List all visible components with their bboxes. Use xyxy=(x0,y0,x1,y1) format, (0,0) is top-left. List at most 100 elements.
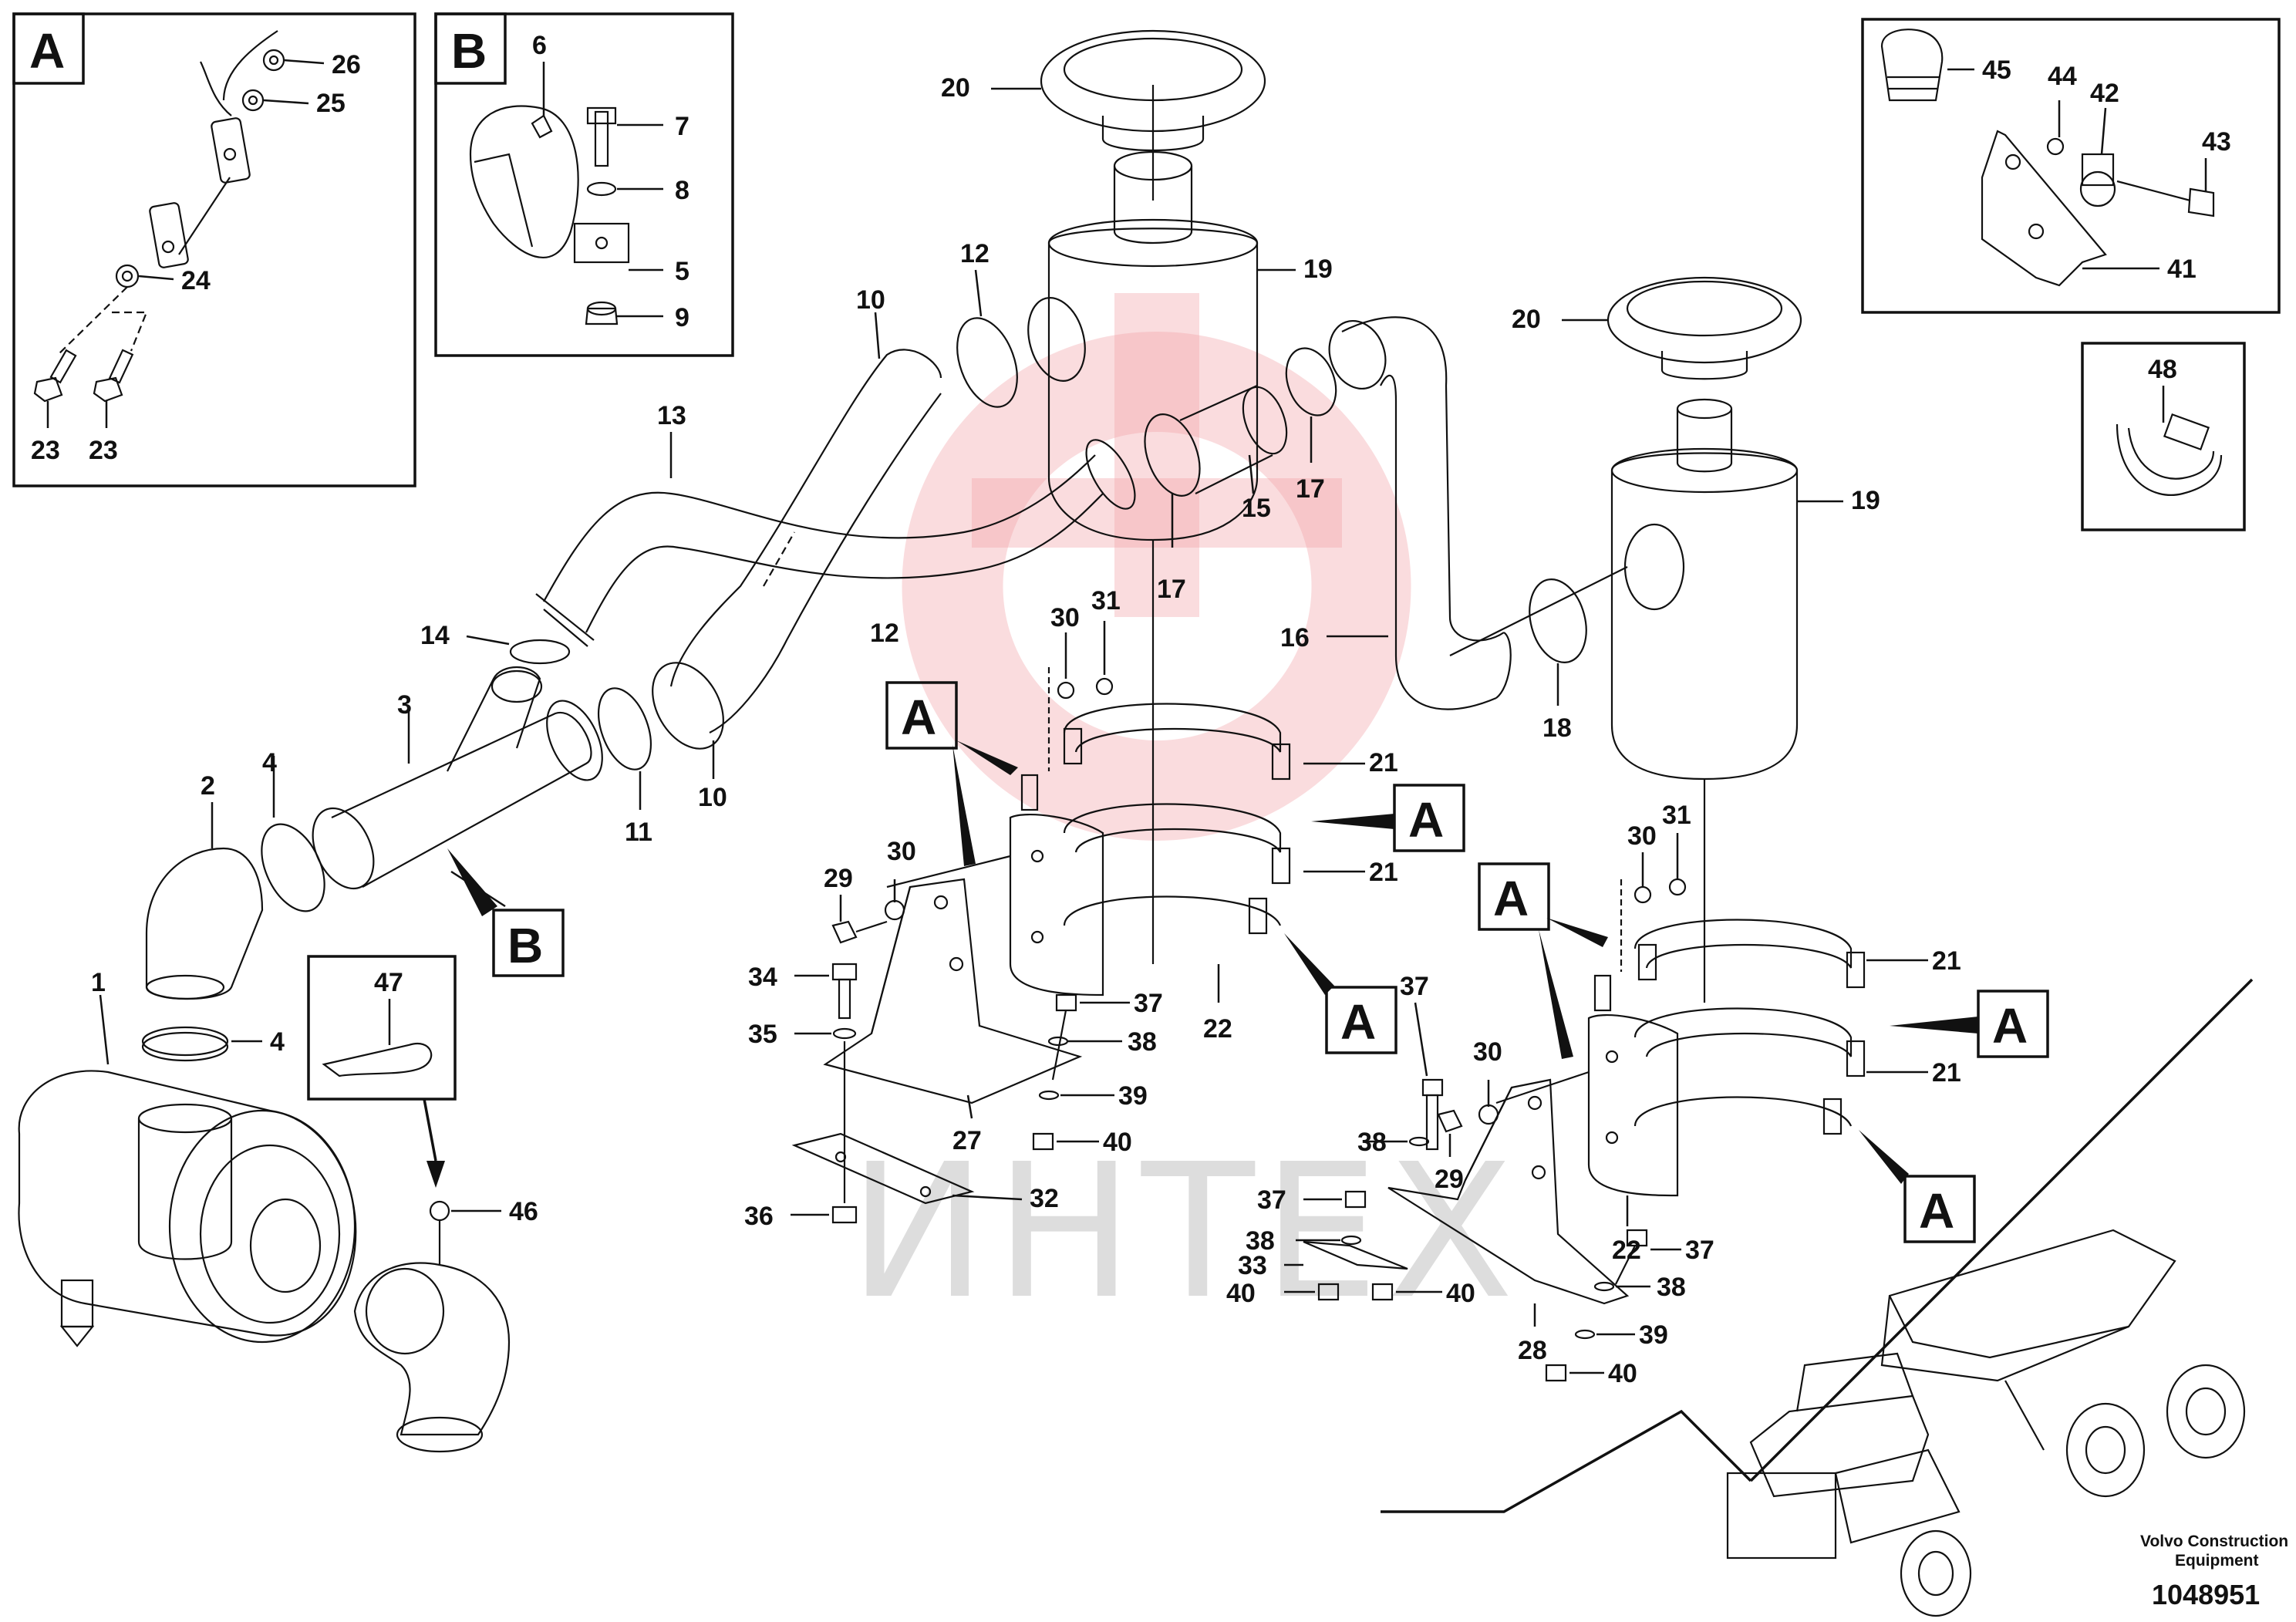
part-35-label: 35 xyxy=(748,1020,777,1049)
part-37-label-r1: 37 xyxy=(1400,972,1429,1001)
part-32-label: 32 xyxy=(1030,1184,1059,1213)
view-a-marker-6: A xyxy=(1859,1130,1976,1243)
part-37-label-r3: 37 xyxy=(1685,1236,1714,1265)
inset-b-label: B xyxy=(451,23,487,79)
part-29-label-c: 29 xyxy=(824,864,853,893)
part-47-label: 47 xyxy=(374,968,403,997)
part-31-label-r: 31 xyxy=(1662,801,1691,830)
part-21-label-r1: 21 xyxy=(1932,946,1961,976)
part-40-label-r3: 40 xyxy=(1608,1359,1637,1388)
part-40-label-r1: 40 xyxy=(1226,1279,1256,1308)
clamp-11: 11 xyxy=(598,687,652,847)
part-20-label-center: 20 xyxy=(941,73,970,103)
part-38-label-c: 38 xyxy=(1128,1027,1157,1057)
part-19-label-right: 19 xyxy=(1851,486,1880,515)
part-8-label: 8 xyxy=(675,176,689,205)
part-1-label: 1 xyxy=(91,968,106,997)
part-38-label-r2: 38 xyxy=(1246,1226,1275,1256)
view-a-marker-5-label: A xyxy=(1992,998,2028,1054)
part-24-label: 24 xyxy=(181,266,211,295)
inset-b: B 6 7 8 5 9 xyxy=(434,12,734,357)
part-12-label-top: 12 xyxy=(960,239,990,268)
part-41-label: 41 xyxy=(2167,255,2197,284)
watermark-logo xyxy=(902,293,1411,841)
view-a-marker-1: A xyxy=(885,681,1018,866)
part-3-label: 3 xyxy=(397,690,412,720)
part-13-label: 13 xyxy=(657,401,686,430)
part-21-label-c1: 21 xyxy=(1369,748,1398,777)
air-cleaner-1 xyxy=(18,1070,357,1347)
part-44-label: 44 xyxy=(2048,62,2077,91)
view-a-marker-4-label: A xyxy=(1493,871,1529,926)
credit-line-2: Equipment xyxy=(2175,1552,2259,1570)
part-6-label: 6 xyxy=(532,31,547,60)
part-22-label-center: 22 xyxy=(1203,1014,1232,1044)
part-9-label: 9 xyxy=(675,303,689,332)
part-31-label-c: 31 xyxy=(1091,586,1121,615)
part-36-label: 36 xyxy=(744,1202,774,1231)
part-33-label: 33 xyxy=(1238,1251,1267,1280)
part-19-label-center: 19 xyxy=(1303,255,1333,284)
part-43-label: 43 xyxy=(2202,127,2231,157)
part-2-label: 2 xyxy=(201,771,215,801)
part-46-label: 46 xyxy=(509,1197,538,1226)
part-38-label-r1: 38 xyxy=(1357,1128,1387,1157)
part-39-label-r: 39 xyxy=(1639,1320,1668,1350)
part-40-label-r2: 40 xyxy=(1446,1279,1475,1308)
part-37-label-r2: 37 xyxy=(1257,1185,1286,1215)
pipe-3: 4 3 14 xyxy=(261,621,603,912)
part-30-label-r: 30 xyxy=(1627,821,1657,851)
part-18-label: 18 xyxy=(1542,713,1572,743)
part-39-label-c: 39 xyxy=(1118,1081,1148,1111)
part-42-label: 42 xyxy=(2090,79,2119,108)
part-10-label-bottom: 10 xyxy=(698,783,727,812)
part-45-label: 45 xyxy=(1982,56,2011,85)
part-30-label-c: 30 xyxy=(1050,603,1080,632)
part-12-label-mid: 12 xyxy=(870,619,899,648)
bracket-assembly-right: 21 21 22 30 31 30 29 28 37 38 37 xyxy=(1226,801,1961,1388)
part-4-label-upper: 4 xyxy=(262,748,277,777)
bracket-assembly-center: 21 21 22 30 31 30 29 34 35 32 xyxy=(744,586,1398,1231)
view-a-marker-3-label: A xyxy=(1340,994,1376,1050)
inset-clamp-48: 48 xyxy=(2081,342,2246,531)
part-27-label: 27 xyxy=(952,1126,982,1155)
part-21-label-r2: 21 xyxy=(1932,1058,1961,1088)
clamp-4-lower: 4 1 xyxy=(91,968,285,1065)
elbow-2: 2 xyxy=(145,771,264,1000)
pipe-15: 15 17 17 xyxy=(1144,347,1337,604)
inset-bracket: 45 44 42 43 41 xyxy=(1861,18,2281,314)
air-cleaner-19-right: 20 19 18 xyxy=(1449,276,1880,1003)
part-10-label-top: 10 xyxy=(856,285,885,315)
truck-illustration xyxy=(1381,978,2254,1617)
detail-b-marker-label: B xyxy=(507,918,543,973)
watermark-text: ИНТЕХ xyxy=(848,1124,1522,1340)
part-30-label-b: 30 xyxy=(887,837,916,866)
part-40-label-c: 40 xyxy=(1103,1128,1132,1157)
hose-10: 10 10 12 12 xyxy=(652,239,1086,812)
hose-16: 16 xyxy=(1280,316,1512,710)
view-a-marker-4: A xyxy=(1478,862,1608,1059)
part-25-label: 25 xyxy=(316,89,346,118)
credit-line-1: Volvo Construction xyxy=(2140,1533,2288,1550)
view-a-marker-6-label: A xyxy=(1919,1183,1954,1239)
air-cleaner-19-center: 20 19 xyxy=(941,29,1333,964)
part-48-label: 48 xyxy=(2148,355,2177,384)
part-17-label-right: 17 xyxy=(1296,474,1325,504)
view-a-marker-1-label: A xyxy=(901,690,936,745)
part-15-label: 15 xyxy=(1242,494,1271,523)
part-23-label: 23 xyxy=(31,436,60,465)
part-20-label-right: 20 xyxy=(1512,305,1541,334)
part-30-label-r2: 30 xyxy=(1473,1037,1502,1067)
elbow-outlet: 46 xyxy=(353,1197,538,1453)
view-a-marker-2: A xyxy=(1311,784,1465,852)
view-a-marker-2-label: A xyxy=(1408,792,1444,848)
detail-b-marker: B xyxy=(447,848,565,977)
view-a-marker-5: A xyxy=(1890,990,2049,1058)
part-38-label-r3: 38 xyxy=(1657,1273,1686,1302)
part-21-label-c2: 21 xyxy=(1369,858,1398,887)
part-14-label: 14 xyxy=(420,621,450,650)
part-11-label: 11 xyxy=(625,818,652,847)
part-37-label-c: 37 xyxy=(1134,989,1163,1018)
part-16-label: 16 xyxy=(1280,623,1310,653)
